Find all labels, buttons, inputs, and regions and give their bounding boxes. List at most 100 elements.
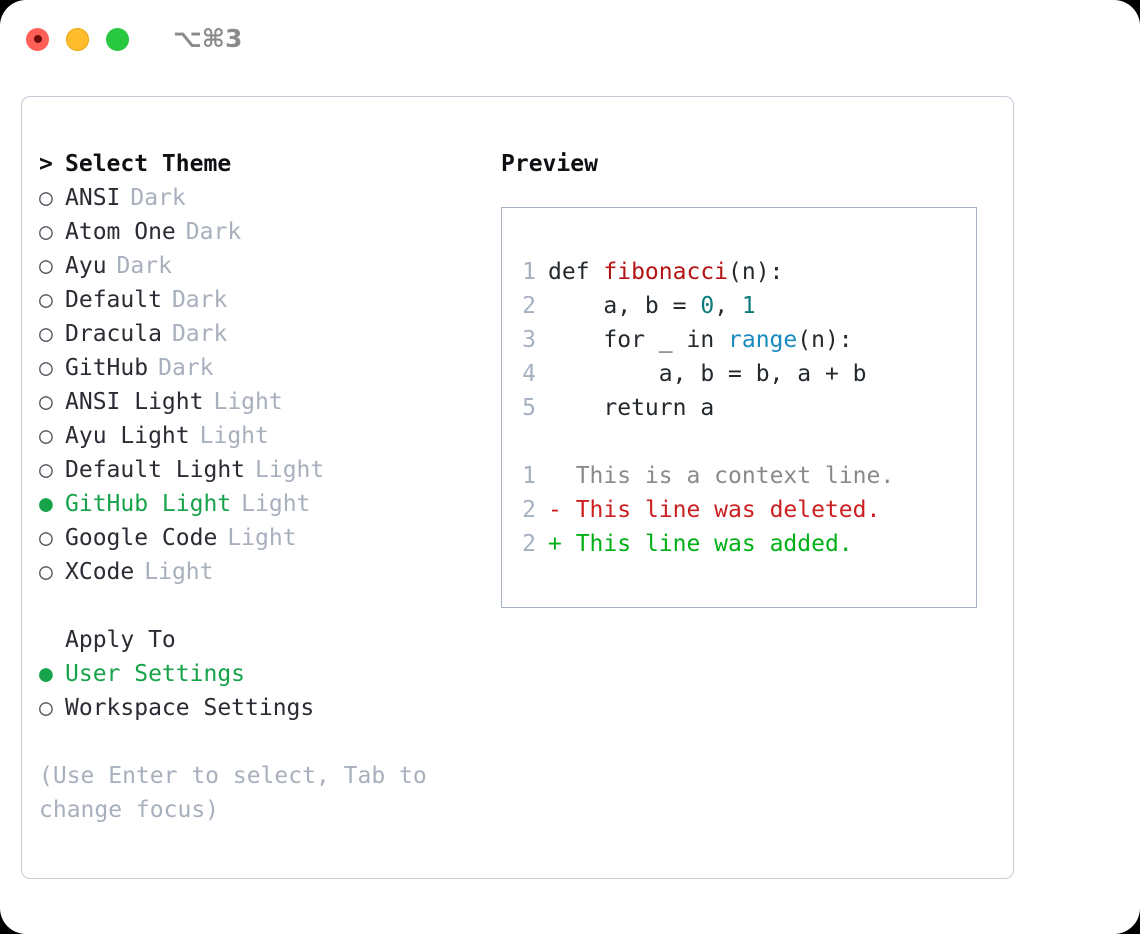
diff-marker <box>548 459 576 493</box>
close-button[interactable] <box>26 27 49 51</box>
theme-variant-label: Light <box>241 491 311 517</box>
code-token-plain: def <box>548 259 604 285</box>
diff-line-del: 2- This line was deleted. <box>514 493 968 527</box>
theme-list-item[interactable]: ○ GitHub Dark <box>39 351 489 385</box>
theme-name: Default <box>65 287 162 313</box>
radio-unselected-icon: ○ <box>39 457 53 483</box>
code-line: 1 def fibonacci(n): <box>514 255 968 289</box>
line-number: 1 <box>522 463 536 489</box>
apply-to-header: Apply To <box>39 623 489 657</box>
diff-line-text: This line was added. <box>575 531 853 557</box>
theme-name: Ayu <box>65 253 107 279</box>
code-token-call: range <box>728 327 798 353</box>
theme-variant-label: Light <box>144 559 214 585</box>
theme-variant-label: Dark <box>171 287 228 313</box>
code-line: 5 return a <box>514 391 968 425</box>
theme-name: Atom One <box>65 219 176 245</box>
code-line: 2 a, b = 0, 1 <box>514 289 968 323</box>
theme-name: GitHub Light <box>65 491 232 517</box>
diff-line-text: This line was deleted. <box>575 497 881 523</box>
apply-to-option[interactable]: ○Workspace Settings <box>39 691 489 725</box>
theme-name: Dracula <box>65 321 162 347</box>
line-number: 2 <box>522 497 536 523</box>
theme-list-item[interactable]: ○ XCode Light <box>39 555 489 589</box>
theme-list-item[interactable]: ○ Dracula Dark <box>39 317 489 351</box>
theme-list-item[interactable]: ○ Ayu Light Light <box>39 419 489 453</box>
apply-to-section: Apply To ●User Settings○Workspace Settin… <box>39 623 489 725</box>
radio-unselected-icon: ○ <box>39 695 53 721</box>
code-token-func: fibonacci <box>603 259 729 285</box>
select-theme-title: Select Theme <box>65 151 232 177</box>
code-token-plain: (n): <box>728 259 784 285</box>
diff-line-text: This is a context line. <box>575 463 895 489</box>
window-titlebar: ⌥⌘3 <box>0 0 1140 78</box>
theme-name: Google Code <box>65 525 218 551</box>
screenshot-shortcut-badge: ⌥⌘3 <box>173 23 243 53</box>
apply-to-option[interactable]: ●User Settings <box>39 657 489 691</box>
code-line-content: for _ in range(n): <box>548 323 852 357</box>
maximize-button[interactable] <box>106 27 129 51</box>
theme-name: Default Light <box>65 457 246 483</box>
theme-list-item[interactable]: ○ Atom One Dark <box>39 215 489 249</box>
radio-unselected-icon: ○ <box>39 321 53 347</box>
code-line-content: a, b = 0, 1 <box>548 289 755 323</box>
theme-variant-label: Dark <box>130 185 186 211</box>
radio-unselected-icon: ○ <box>39 389 53 415</box>
apply-to-title: Apply To <box>65 627 176 653</box>
theme-list-item[interactable]: ○ Default Dark <box>39 283 489 317</box>
theme-variant-label: Dark <box>158 355 214 381</box>
radio-unselected-icon: ○ <box>39 219 53 245</box>
code-line-content: a, b = b, a + b <box>548 357 867 391</box>
radio-selected-icon: ● <box>39 491 53 517</box>
theme-variant-label: Light <box>227 525 297 551</box>
preview-section-gap <box>514 425 968 459</box>
theme-variant-label: Dark <box>171 321 228 347</box>
code-line: 4 a, b = b, a + b <box>514 357 968 391</box>
theme-name: GitHub <box>65 355 149 381</box>
line-number: 5 <box>522 395 536 421</box>
radio-unselected-icon: ○ <box>39 287 53 313</box>
diff-marker: - <box>548 497 576 523</box>
apply-to-option-label: User Settings <box>65 661 246 687</box>
code-line-content: def fibonacci(n): <box>548 255 783 289</box>
radio-unselected-icon: ○ <box>39 423 53 449</box>
theme-list-item[interactable]: ● GitHub Light Light <box>39 487 489 521</box>
diff-line-add: 2+ This line was added. <box>514 527 968 561</box>
code-token-plain: , <box>714 293 742 319</box>
theme-variant-label: Dark <box>116 253 172 279</box>
diff-marker: + <box>548 531 576 557</box>
minimize-button[interactable] <box>66 27 89 51</box>
prompt-caret-icon: > <box>39 151 53 177</box>
code-token-plain: for _ in <box>548 327 729 353</box>
keyboard-hint-text: (Use Enter to select, Tab to change focu… <box>39 763 427 823</box>
theme-name: XCode <box>65 559 135 585</box>
theme-name: ANSI Light <box>65 389 204 415</box>
line-number: 1 <box>522 259 536 285</box>
recording-indicator-icon <box>33 35 42 43</box>
code-token-plain: a, b = b, a + b <box>548 361 867 387</box>
code-line-content: return a <box>548 391 714 425</box>
radio-unselected-icon: ○ <box>39 355 53 381</box>
window-controls <box>26 27 129 51</box>
radio-unselected-icon: ○ <box>39 559 53 585</box>
code-token-plain: a, b = <box>548 293 701 319</box>
code-token-plain: return a <box>548 395 715 421</box>
theme-name: Ayu Light <box>65 423 190 449</box>
line-number: 2 <box>522 293 536 319</box>
theme-variant-label: Light <box>199 423 269 449</box>
theme-variant-label: Dark <box>185 219 242 245</box>
diff-line-context: 1 This is a context line. <box>514 459 968 493</box>
